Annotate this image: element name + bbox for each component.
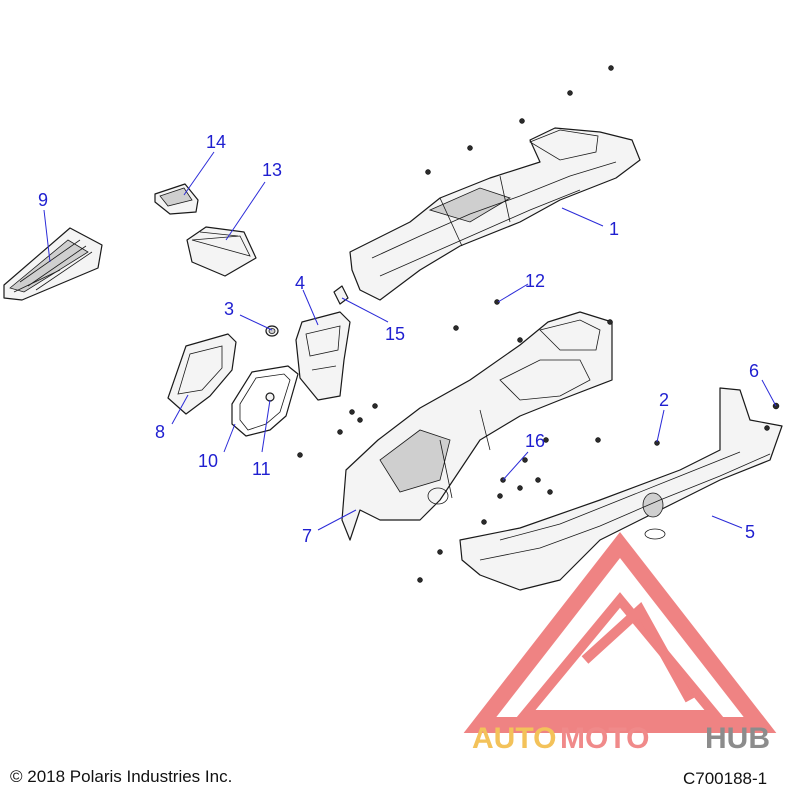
watermark-hub: HUB <box>705 722 770 755</box>
callout-1: 1 <box>609 219 619 239</box>
drawing-number: C700188-1 <box>683 769 767 788</box>
part-15-clip <box>333 285 349 305</box>
fasteners <box>297 65 780 583</box>
callout-7: 7 <box>302 526 312 546</box>
callout-9: 9 <box>38 190 48 210</box>
copyright-text: © 2018 Polaris Industries Inc. <box>10 767 232 786</box>
part-10-gasket <box>231 365 299 437</box>
callout-2: 2 <box>659 390 669 410</box>
callout-3: 3 <box>224 299 234 319</box>
callout-8: 8 <box>155 422 165 442</box>
callout-15: 15 <box>385 324 405 344</box>
part-7-lower-dash <box>341 311 613 541</box>
part-4-bracket <box>295 311 351 401</box>
callout-labels: 1 2 3 4 5 6 7 8 9 10 11 12 13 14 15 16 <box>38 132 759 546</box>
callout-11: 11 <box>252 459 271 479</box>
part-9-floor-panel <box>3 227 103 301</box>
callout-16: 16 <box>525 431 545 451</box>
part-11-plug <box>265 392 275 402</box>
watermark-moto: MOTO <box>560 722 649 755</box>
leader-lines <box>43 151 777 531</box>
callout-14: 14 <box>206 132 226 152</box>
part-14-filter <box>154 183 199 215</box>
part-1-dash-top-panel <box>349 127 641 301</box>
part-8-cover <box>167 333 237 415</box>
callout-6: 6 <box>749 361 759 381</box>
callout-12: 12 <box>525 271 545 291</box>
callout-5: 5 <box>745 522 755 542</box>
callout-10: 10 <box>198 451 218 471</box>
callout-4: 4 <box>295 273 305 293</box>
part-13-storage-box <box>186 226 257 277</box>
watermark-wordmark: AUTO MOTO HUB <box>472 722 770 755</box>
watermark-logo <box>463 531 777 733</box>
watermark-auto: AUTO <box>472 722 556 755</box>
part-5-cowl-panel <box>459 387 783 591</box>
callout-13: 13 <box>262 160 282 180</box>
